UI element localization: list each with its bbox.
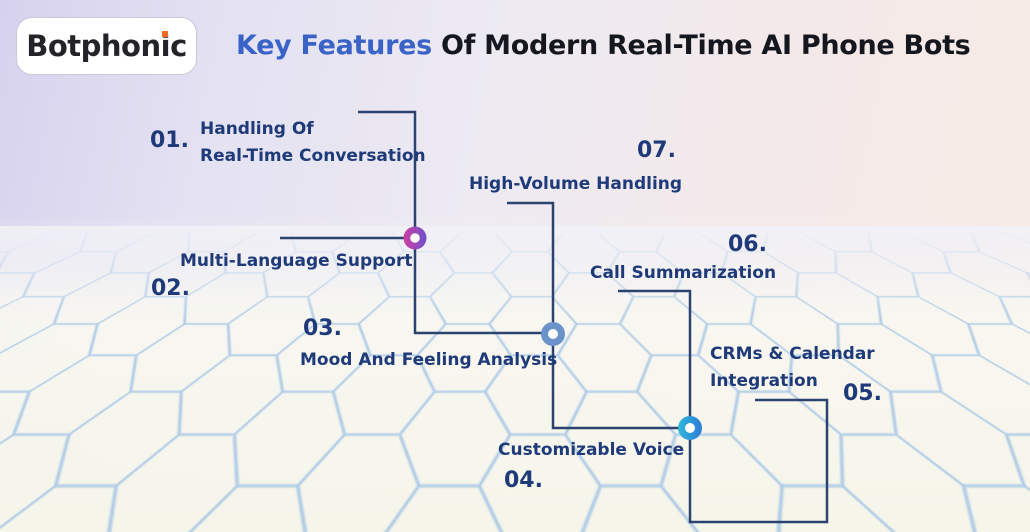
horizon-fade [0,226,1030,321]
feature-6-number: 06. [728,232,767,257]
page-title-rest: Of Modern Real-Time AI Phone Bots [431,30,971,61]
feature-7-label: High-Volume Handling [469,174,683,194]
connector-feature6-path [618,289,829,524]
page-title: Key Features Of Modern Real-Time AI Phon… [236,30,971,61]
feature-7-number: 07. [637,138,676,163]
node-dot-1-center [410,233,420,243]
feature-3-label: Mood And Feeling Analysis [300,350,558,370]
feature-4-number: 04. [504,468,543,493]
feature-1-number: 01. [150,128,189,153]
connector-feature1-path [358,110,553,335]
feature-6-label: Call Summarization [590,263,777,283]
node-dot-3-center [685,423,695,433]
feature-5-label: CRMs & Calendar Integration [710,344,875,391]
feature-2-label: Multi-Language Support [180,251,413,271]
feature-1-label: Handling Of Real-Time Conversation [200,119,426,166]
brand-logo-card: Botphonic [16,17,197,75]
page-title-highlight: Key Features [236,30,432,61]
node-dot-2-center [548,329,558,339]
connector-feature7-path [507,201,690,430]
feature-4-label: Customizable Voice [498,440,685,460]
feature-2-number: 02. [151,276,190,301]
feature-5-number: 05. [843,381,882,406]
brand-name: Botphonic [26,29,187,63]
feature-3-number: 03. [303,316,342,341]
